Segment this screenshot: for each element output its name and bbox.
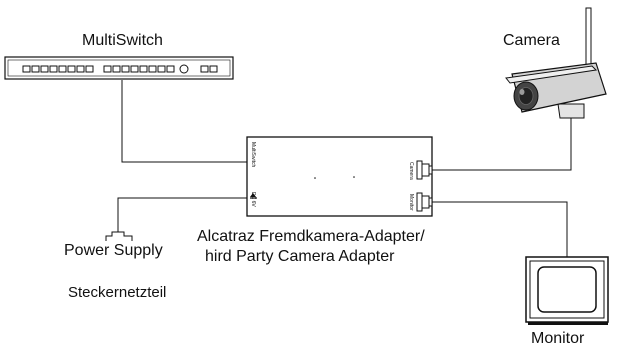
monitor-label: Monitor [531,330,585,347]
steckernetzteil-label: Steckernetzteil [68,284,167,301]
connection-wires [117,80,572,257]
power-supply-icon [105,231,133,241]
wire-adapter-to-camera [432,118,572,171]
wire-adapter-to-monitor [432,201,568,257]
camera-bnc-connector-icon [416,160,433,180]
wire-multiswitch-to-adapter [121,80,247,163]
multiswitch-connector-icon [179,64,189,74]
camera-mount [557,103,585,119]
adapter-port-camera-label: Camera [408,162,414,180]
adapter-box: MultiSwitch DC 6V Camera Monitor [246,136,433,217]
camera-label: Camera [503,32,560,49]
multiswitch-port-b [209,65,218,73]
monitor-bnc-connector-icon [416,192,433,212]
camera-hood [505,65,598,84]
adapter-port-dc-label: DC 6V [250,192,256,207]
multiswitch-port-a [200,65,209,73]
adapter-port-monitor-label: Monitor [408,194,414,211]
monitor-base [528,322,608,325]
adapter-label-line1: Alcatraz Fremdkamera-Adapter/ [197,228,425,245]
power-supply-label: Power Supply [64,242,163,259]
multiswitch-label: MultiSwitch [82,32,163,49]
monitor-screen [537,266,597,313]
camera-device [505,7,607,119]
multiswitch-device [4,56,234,80]
dc-power-plug-icon [250,193,257,199]
wire-power-to-adapter [117,197,247,232]
multiswitch-ports-left [22,65,94,73]
adapter-label-line2: hird Party Camera Adapter [205,248,395,265]
monitor-device [525,256,609,325]
multiswitch-ports-right [103,65,175,73]
adapter-port-multiswitch-label: MultiSwitch [250,142,256,168]
